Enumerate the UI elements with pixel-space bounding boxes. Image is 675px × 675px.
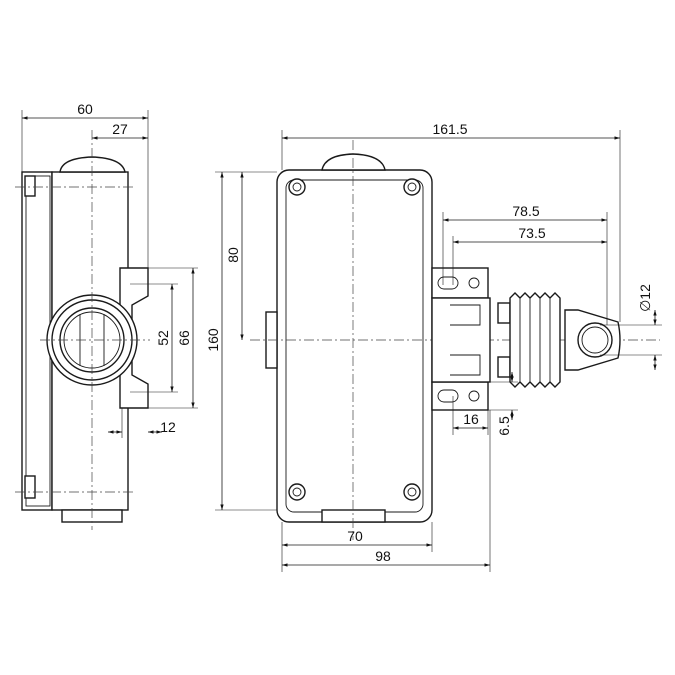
dimension-lines bbox=[21, 110, 662, 572]
front-view bbox=[250, 140, 660, 540]
dim-60: 60 bbox=[77, 101, 93, 117]
dim-12: 12 bbox=[160, 419, 176, 435]
dim-27: 27 bbox=[112, 121, 128, 137]
dim-73-5: 73.5 bbox=[518, 225, 545, 241]
screw-icons bbox=[288, 178, 421, 501]
dim-70: 70 bbox=[347, 528, 363, 544]
dim-161-5: 161.5 bbox=[432, 121, 467, 137]
dim-80: 80 bbox=[225, 247, 241, 263]
dim-16: 16 bbox=[463, 411, 479, 427]
dim-78-5: 78.5 bbox=[512, 203, 539, 219]
dim-diameter-12: ∅12 bbox=[637, 284, 653, 312]
dim-66: 66 bbox=[176, 330, 192, 346]
dim-98: 98 bbox=[375, 548, 391, 564]
side-view bbox=[15, 130, 150, 530]
dimension-labels: 60 27 52 66 12 160 80 161.5 78.5 73.5 ∅1… bbox=[77, 101, 653, 564]
dim-52: 52 bbox=[155, 330, 171, 346]
dim-6-5: 6.5 bbox=[496, 416, 512, 436]
dim-160: 160 bbox=[205, 328, 221, 352]
